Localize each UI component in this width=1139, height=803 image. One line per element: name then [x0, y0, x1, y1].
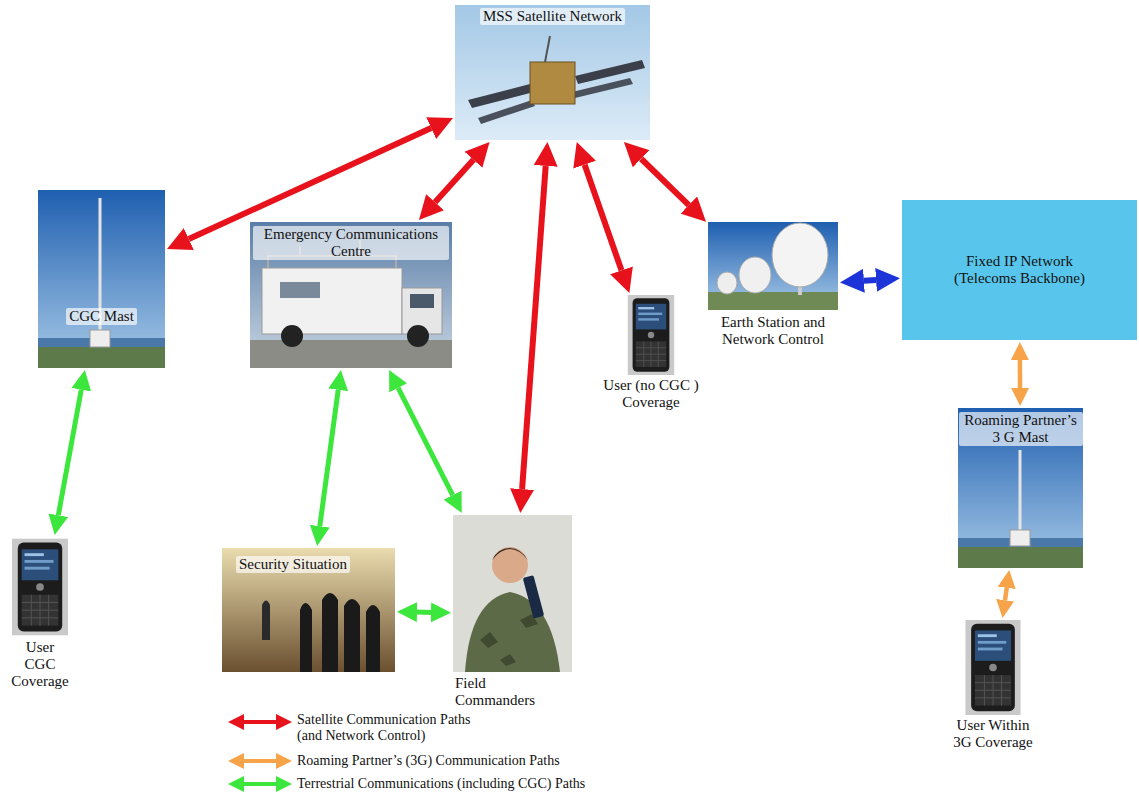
node-label: User Within 3G Coverage [951, 717, 1035, 751]
mast-photo [38, 190, 165, 368]
solar-panel [575, 60, 645, 84]
situation-panel: Security Situation [222, 548, 395, 672]
node-label: Fixed IP Network (Telecoms Backbone) [935, 253, 1105, 287]
satellite-panel: MSS Satellite Network [455, 5, 650, 140]
comm-path [641, 159, 689, 205]
user-terminal: User CGC Coverage [8, 537, 72, 694]
user-terminal: User Within 3G Coverage [950, 620, 1036, 755]
ground [38, 347, 165, 368]
hair [492, 548, 528, 560]
legend-row: Satellite Communication Paths (and Netwo… [297, 712, 487, 744]
earth-station-panel: Earth Station and Network Control [708, 222, 838, 352]
node-label: User (no CGC ) Coverage [601, 377, 701, 411]
truck-body [262, 268, 402, 334]
legend-arrow [244, 720, 276, 724]
vehicle-panel: Emergency Communications Centre [250, 222, 452, 368]
legend-text: Roaming Partner’s (3G) Communication Pat… [297, 753, 560, 769]
node-label: Field Commanders [455, 675, 545, 709]
legend-row: Roaming Partner’s (3G) Communication Pat… [297, 753, 560, 769]
legend-text: Terrestrial Communications (including CG… [297, 776, 585, 792]
legend-text: Satellite Communication Paths (and Netwo… [297, 712, 487, 744]
dish [739, 257, 771, 293]
commander-panel: Field Commanders [453, 515, 573, 713]
node-label: MSS Satellite Network [480, 8, 625, 25]
handset [523, 575, 544, 618]
node-label: CGC Mast [66, 308, 137, 325]
phone-image [12, 539, 68, 636]
satellite-antenna [545, 36, 550, 62]
satellite-body [530, 62, 575, 104]
mast-panel: Roaming Partner’s 3 G Mast [958, 408, 1083, 568]
solar-panel [572, 78, 633, 98]
earth-station-photo [708, 222, 838, 310]
mast-panel: CGC Mast [38, 190, 165, 368]
commander-photo [453, 515, 572, 672]
legend-sample [226, 751, 294, 771]
protester-figure [262, 601, 270, 641]
legend-arrow [244, 782, 276, 786]
wheel [407, 325, 429, 347]
comm-path [398, 388, 453, 495]
comm-path [417, 610, 431, 615]
truck-window [410, 294, 434, 308]
head [492, 547, 528, 583]
network-box: Fixed IP Network (Telecoms Backbone) [902, 200, 1137, 340]
police-figures [300, 593, 380, 672]
node-label: Security Situation [236, 556, 350, 573]
ground [958, 547, 1083, 568]
legend-sample [226, 712, 294, 732]
node-label: Emergency Communications Centre [253, 226, 449, 260]
comm-path [58, 390, 81, 516]
uniform [465, 592, 560, 672]
truck-photo [250, 222, 452, 368]
dish [717, 272, 737, 294]
user-terminal: User (no CGC ) Coverage [600, 295, 702, 415]
comm-path [1018, 360, 1023, 388]
security-photo [222, 548, 395, 672]
mast-cabinet [90, 330, 110, 347]
comm-path [435, 160, 473, 202]
wheel [281, 325, 303, 347]
satellite-photo [455, 5, 650, 140]
mast-photo [958, 408, 1083, 568]
node-label: User CGC Coverage [10, 639, 70, 690]
phone-image [628, 295, 674, 375]
comm-path [522, 166, 546, 489]
truck-window [280, 282, 320, 298]
camouflage [480, 614, 538, 666]
legend-sample [226, 774, 294, 794]
legend-row: Terrestrial Communications (including CG… [297, 776, 585, 792]
phone-image [965, 620, 1020, 715]
ground [708, 292, 838, 310]
comm-path [320, 390, 338, 526]
comm-path [864, 277, 876, 284]
dish [772, 223, 828, 287]
comm-path [1005, 588, 1007, 600]
node-label: Earth Station and Network Control [709, 314, 837, 348]
solar-panel [478, 100, 535, 124]
mast-cabinet [1010, 530, 1030, 546]
node-label: Roaming Partner’s 3 G Mast [959, 412, 1083, 446]
comm-path [585, 165, 622, 271]
legend-arrow [244, 759, 276, 763]
comm-path [189, 128, 431, 239]
